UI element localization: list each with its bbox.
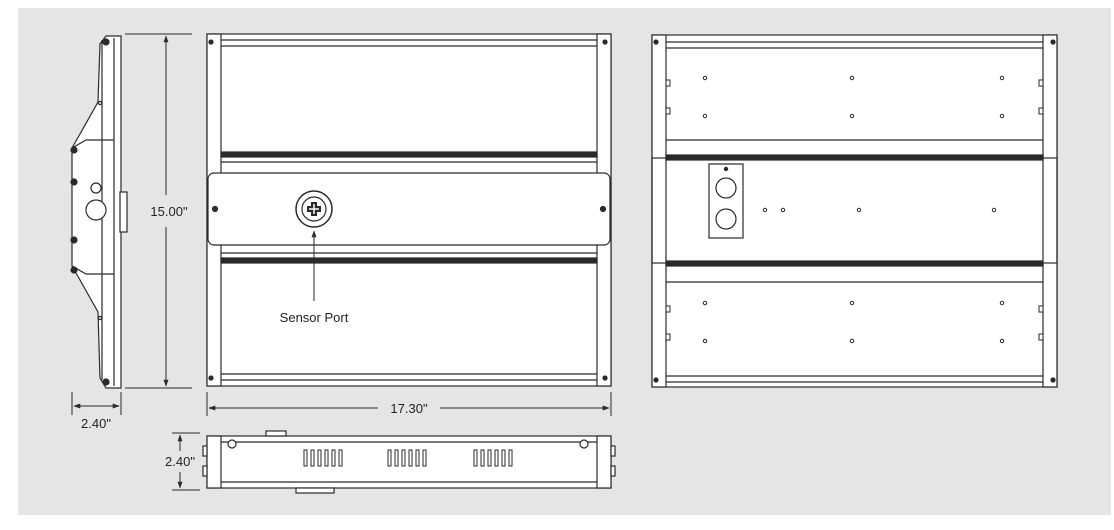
bottom-height-dimension — [172, 432, 200, 491]
rear-view — [651, 34, 1058, 388]
width-dimension — [206, 392, 612, 416]
height-label: 15.00" — [150, 204, 188, 219]
bottom-view — [202, 430, 616, 494]
side-profile-view — [70, 35, 128, 389]
height-dimension — [125, 33, 192, 389]
bottom-height-label: 2.40" — [165, 454, 195, 469]
phillips-screw-icon — [307, 202, 321, 216]
width-label: 17.30" — [390, 401, 428, 416]
side-depth-label: 2.40" — [81, 416, 111, 431]
front-view — [206, 33, 612, 387]
vent-group-2 — [387, 449, 427, 467]
sensor-port — [295, 190, 333, 228]
side-depth-dimension — [71, 392, 122, 415]
vent-group-3 — [473, 449, 513, 467]
sensor-port-label: Sensor Port — [280, 310, 349, 325]
vent-group-1 — [303, 449, 343, 467]
